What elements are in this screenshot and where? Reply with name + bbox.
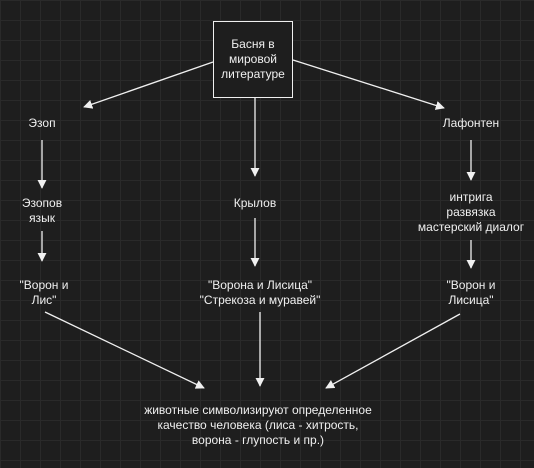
lafontaine-features-node[interactable]: интрига развязка мастерский диалог	[417, 190, 525, 234]
lafontaine-fable-node[interactable]: "Ворон и Лисица"	[446, 278, 496, 307]
edge-aesopfable-conclusion	[44, 311, 205, 389]
edge-root-lafontaine	[292, 59, 445, 110]
aesopian-language-node[interactable]: Эзопов язык	[21, 196, 63, 225]
edge-root-aesop	[83, 61, 214, 109]
edge-lafontainefable-conclusion	[325, 313, 461, 389]
krylov-node[interactable]: Крылов	[233, 196, 277, 210]
aesop-fable-node[interactable]: "Ворон и Лис"	[19, 278, 69, 307]
root-label: Басня в мировой литературе	[221, 37, 285, 81]
lafontaine-node[interactable]: Лафонтен	[442, 116, 500, 130]
root-node[interactable]: Басня в мировой литературе	[213, 21, 293, 98]
aesop-node[interactable]: Эзоп	[28, 116, 56, 130]
conclusion-node[interactable]: животные символизируют определенное каче…	[144, 403, 372, 447]
krylov-fables-node[interactable]: "Ворона и Лисица" "Стрекоза и муравей"	[199, 278, 321, 307]
